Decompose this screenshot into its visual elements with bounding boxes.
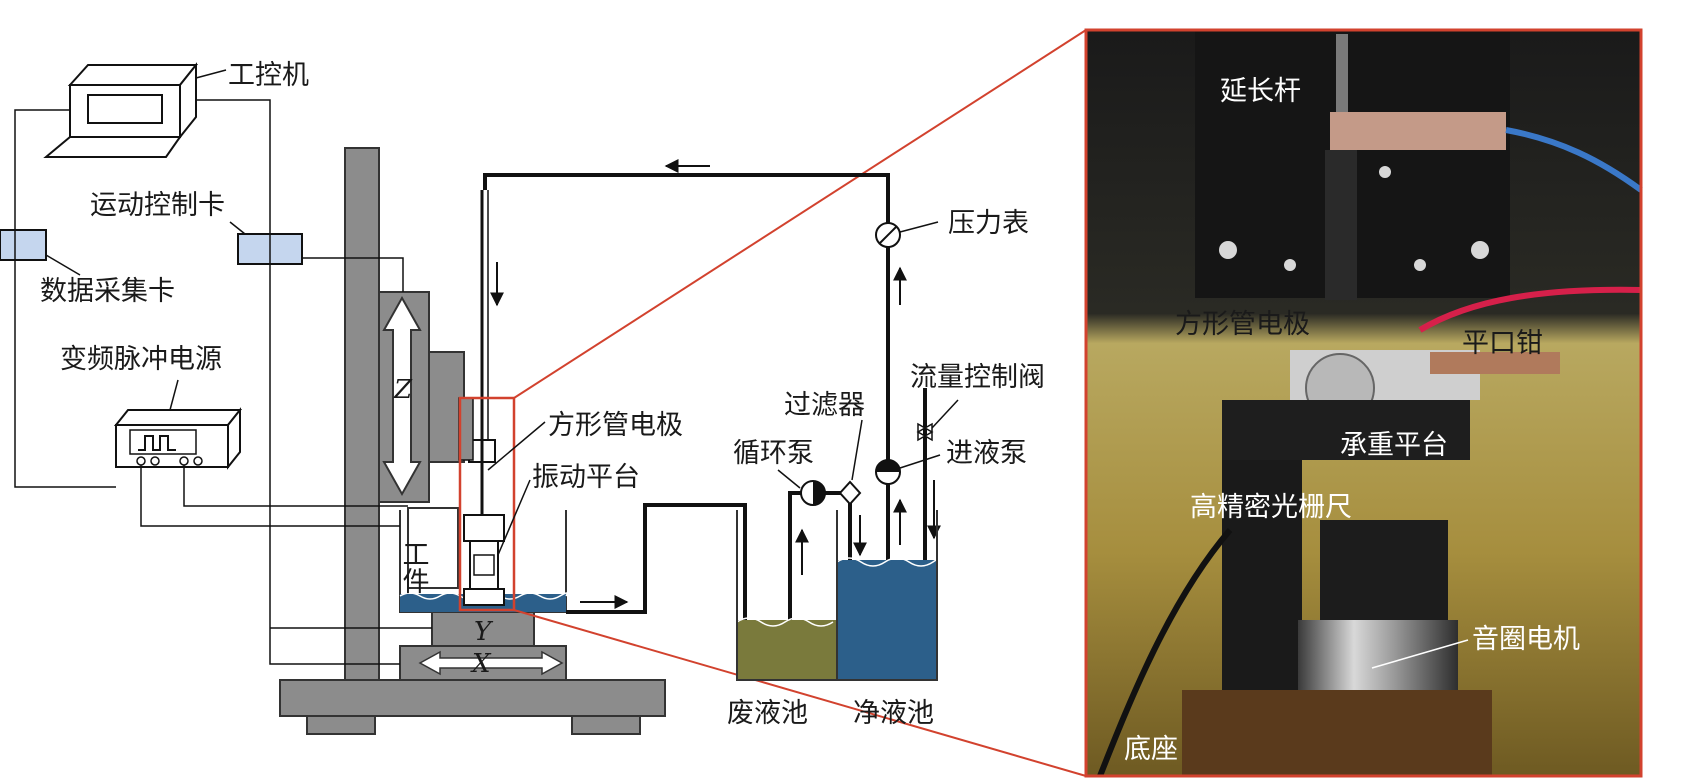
motion-card-icon [229, 221, 303, 265]
vibration-platform-label: 振动平台 [532, 462, 640, 493]
daq-card-icon [0, 229, 81, 276]
electrode-leader [487, 421, 546, 471]
motion-card-label: 运动控制卡 [90, 190, 225, 221]
zoom-region [458, 396, 516, 612]
clean-tank [836, 510, 941, 681]
photo-load-platform-label: 承重平台 [1340, 430, 1448, 461]
daq-card-label: 数据采集卡 [40, 276, 175, 307]
axis-y-label: Y [474, 617, 494, 647]
control-wiring [14, 99, 432, 665]
zoom-line-bottom [513, 609, 1087, 777]
pressure-gauge-label: 压力表 [948, 208, 1029, 239]
photo-voice-coil-leader [1371, 639, 1469, 669]
photo-electrode-label: 方形管电极 [1175, 309, 1310, 340]
ipc-label: 工控机 [228, 60, 309, 91]
pulse-power-icon [113, 379, 243, 470]
photo-frame [1084, 28, 1643, 778]
circulation-pump-icon [777, 469, 826, 506]
electrode-label: 方形管电极 [548, 410, 683, 441]
axis-x-label: X [470, 649, 492, 679]
flow-valve-label: 流量控制阀 [910, 362, 1045, 393]
flow-valve-icon [916, 388, 959, 442]
filter-icon [838, 419, 863, 506]
feed-pump-label: 进液泵 [946, 438, 1027, 469]
photo-extension-rod-label: 延长杆 [1220, 76, 1301, 107]
photo-voice-coil-label: 音圈电机 [1472, 624, 1580, 655]
waste-tank-label: 废液池 [727, 698, 808, 729]
axis-z-label: Z [393, 375, 413, 405]
feed-pump-icon [875, 454, 941, 485]
work-tank [399, 190, 568, 613]
photo-panel [1086, 30, 1643, 778]
ipc-icon [43, 62, 227, 158]
circulation-pump-label: 循环泵 [733, 438, 814, 469]
pressure-gauge-icon [875, 221, 939, 248]
photo-flat-clamp-label: 平口钳 [1462, 328, 1543, 359]
photo-grating-scale-label: 高精密光栅尺 [1190, 492, 1352, 523]
clean-tank-label: 净液池 [853, 698, 934, 729]
workpiece-label-1: 工件 [398, 540, 430, 594]
filter-label: 过滤器 [784, 390, 865, 421]
zoom-line-top [513, 29, 1087, 399]
waste-tank [736, 510, 837, 681]
pulse-power-label: 变频脉冲电源 [60, 344, 222, 375]
vibration-leader [497, 479, 531, 556]
machine-frame [279, 147, 666, 735]
photo-base-label: 底座 [1124, 734, 1178, 765]
